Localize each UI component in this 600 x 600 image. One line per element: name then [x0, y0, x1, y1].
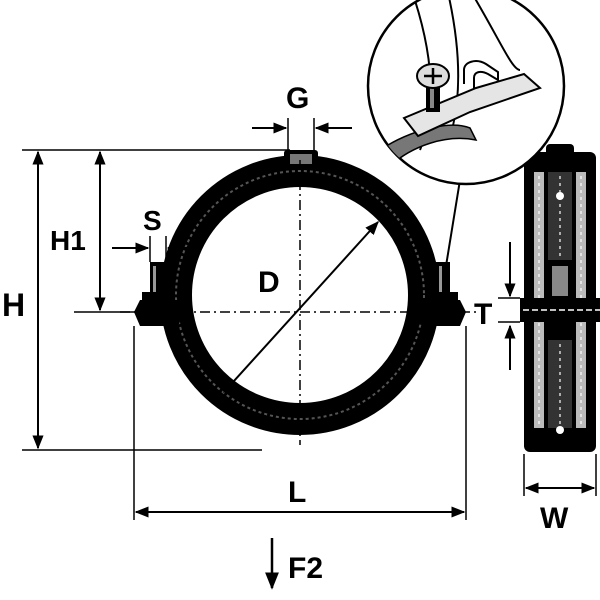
dimension-D: D [223, 220, 379, 394]
dimension-S [112, 236, 200, 262]
left-flange [134, 262, 184, 326]
label-L: L [288, 476, 306, 509]
label-D: D [258, 266, 280, 299]
dimension-T [498, 242, 520, 370]
label-W: W [540, 502, 569, 535]
right-flange [416, 262, 466, 326]
dimension-G [252, 118, 352, 150]
dimension-H [22, 149, 290, 451]
dimension-W [523, 454, 597, 496]
side-view [514, 144, 600, 452]
label-S: S [143, 205, 162, 236]
label-G: G [286, 82, 309, 115]
dimension-L [133, 326, 467, 520]
top-nut [284, 150, 318, 170]
label-H: H [2, 287, 25, 323]
label-F2: F2 [288, 552, 323, 585]
label-T: T [474, 298, 492, 331]
detail-leader [445, 179, 461, 267]
label-H1: H1 [50, 225, 86, 256]
screw-detail-icon [366, 0, 566, 186]
dimension-H1 [74, 150, 146, 313]
